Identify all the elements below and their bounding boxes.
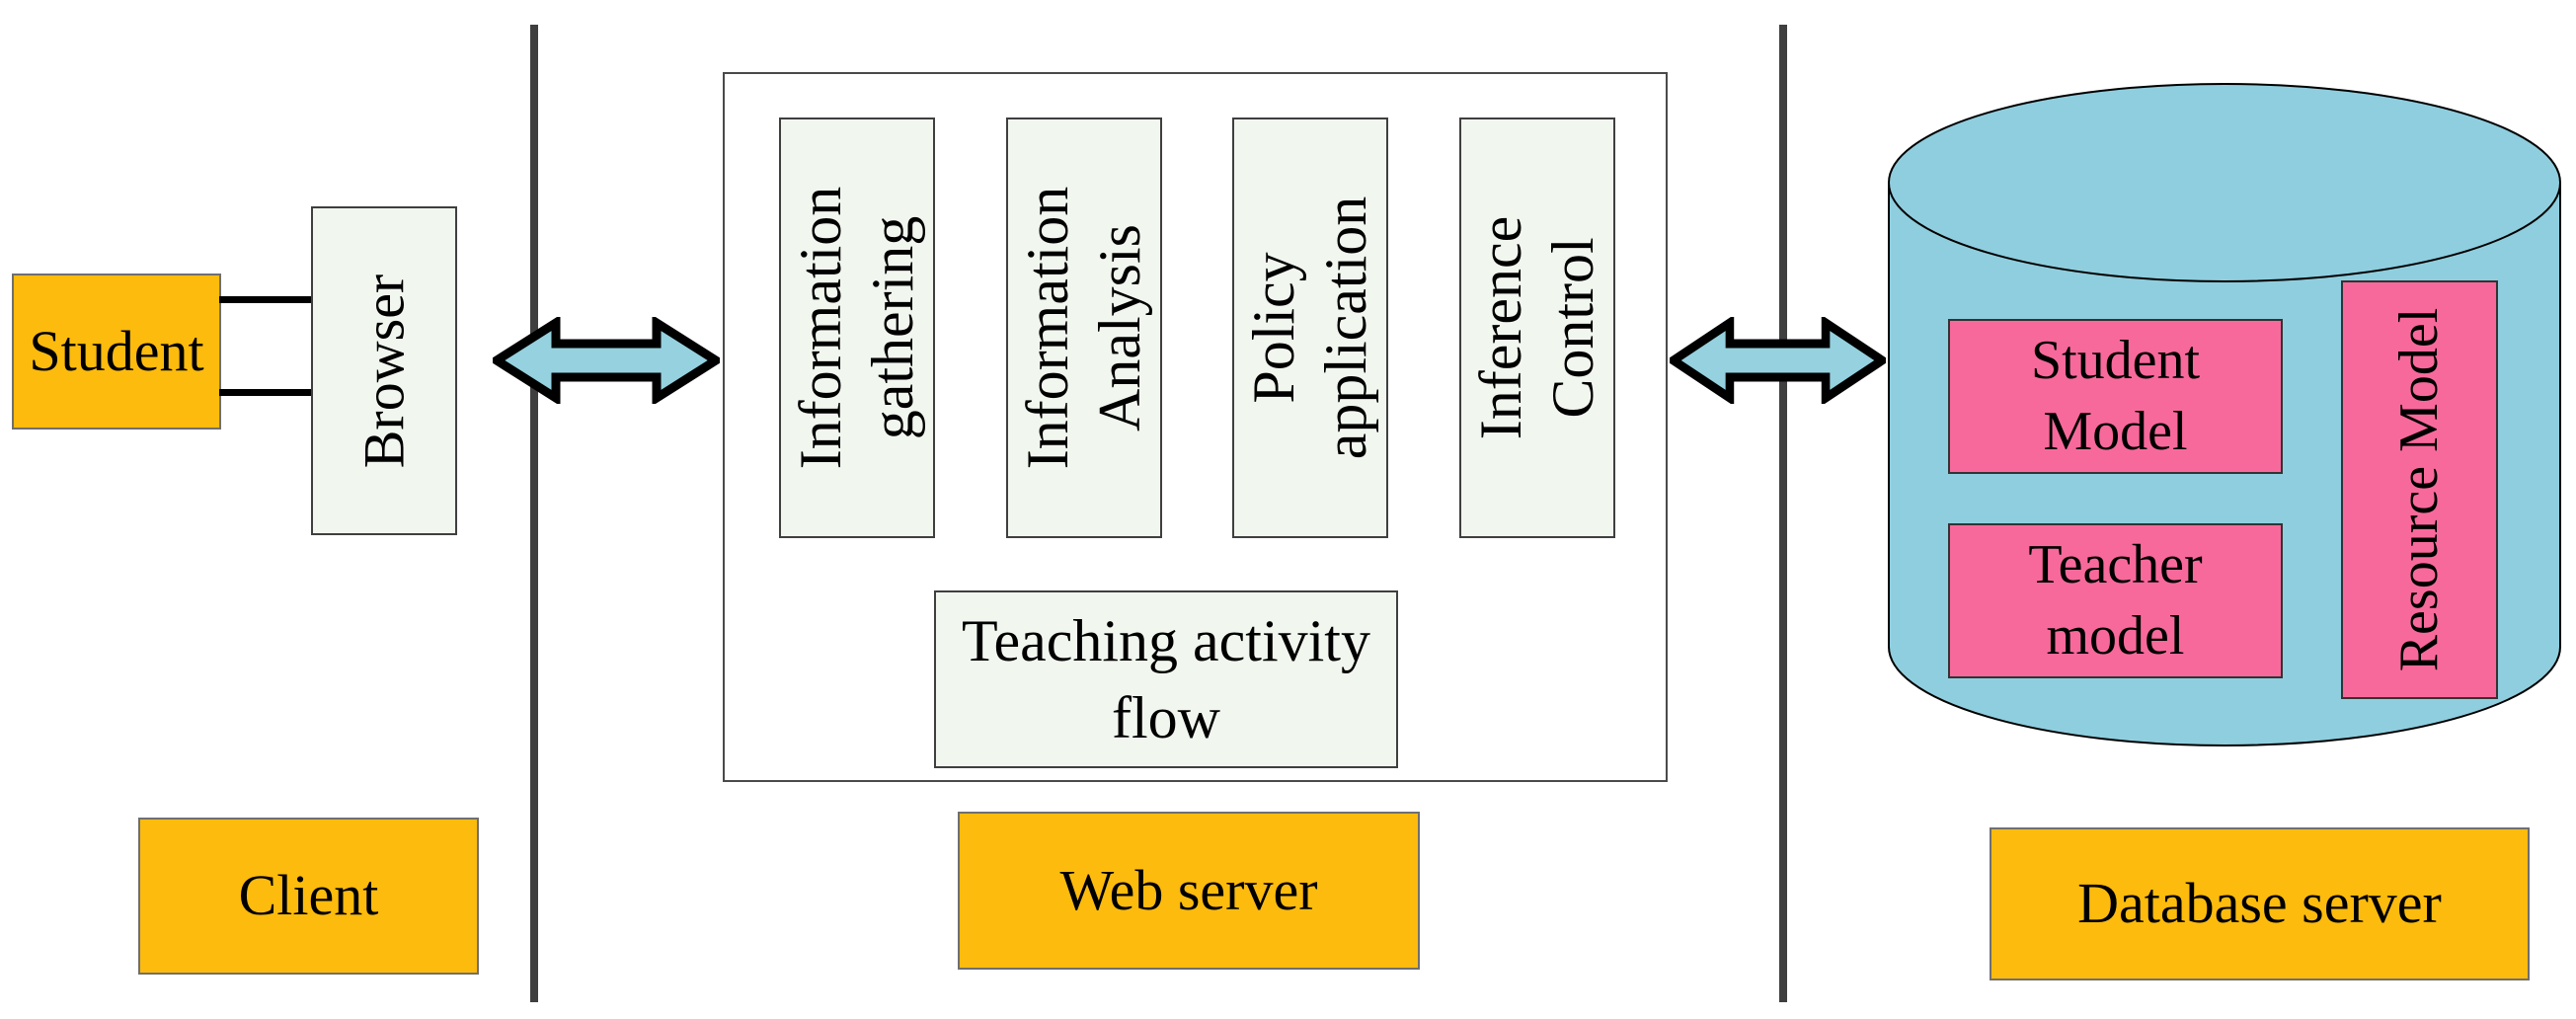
teacher-model-box: Teacher model — [1948, 523, 2283, 678]
client-section-label: Client — [238, 863, 379, 928]
module-inference-control-label: Inference Control — [1467, 215, 1605, 440]
student-browser-connector-bottom — [219, 389, 313, 396]
module-policy-application-label: Policy application — [1240, 196, 1378, 460]
teacher-model-label: Teacher model — [2028, 533, 2203, 666]
network-divider-right — [1779, 25, 1787, 1002]
student-browser-connector-top — [219, 296, 313, 303]
student-box: Student — [12, 274, 221, 430]
student-model-box: Student Model — [1948, 319, 2283, 474]
database-server-section-label: Database server — [2077, 871, 2442, 936]
teaching-activity-flow-box: Teaching activity flow — [934, 590, 1398, 768]
browser-box-label: Browser — [351, 274, 417, 468]
module-information-analysis: Information Analysis — [1006, 118, 1162, 538]
web-server-section-label: Web server — [1059, 857, 1318, 922]
module-information-gathering-label: Information gathering — [787, 186, 925, 470]
module-information-gathering: Information gathering — [779, 118, 935, 538]
webserver-database-double-arrow-icon — [1670, 317, 1886, 404]
client-webserver-double-arrow-icon — [493, 317, 720, 404]
resource-model-label: Resource Model — [2387, 307, 2450, 672]
resource-model-box: Resource Model — [2341, 280, 2498, 699]
module-policy-application: Policy application — [1232, 118, 1388, 538]
browser-box: Browser — [311, 206, 457, 535]
client-section-label-box: Client — [138, 818, 479, 975]
module-information-analysis-label: Information Analysis — [1014, 186, 1152, 470]
network-divider-left — [530, 25, 538, 1002]
module-inference-control: Inference Control — [1459, 118, 1615, 538]
teaching-activity-flow-label: Teaching activity flow — [962, 608, 1370, 750]
student-box-label: Student — [29, 318, 204, 383]
student-model-label: Student Model — [2030, 329, 2201, 462]
database-server-section-label-box: Database server — [1990, 827, 2530, 980]
web-server-section-label-box: Web server — [958, 812, 1420, 970]
